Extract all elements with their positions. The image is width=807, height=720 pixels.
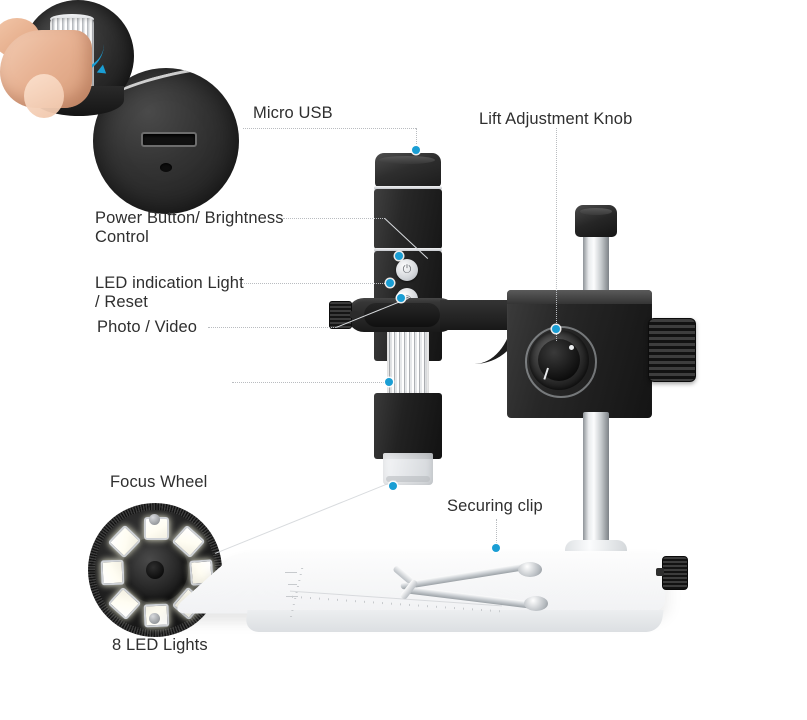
base-plate-edge [244, 610, 664, 632]
label-power-button: Power Button/ Brightness Control [95, 209, 284, 246]
leader-dot-power [395, 252, 403, 260]
leader-dot-securing-clip [492, 544, 500, 552]
label-securing-clip: Securing clip [447, 497, 543, 515]
base-lock-knob[interactable] [656, 556, 688, 590]
power-icon: ⏻ [402, 263, 412, 276]
leader-dot-led-lights [389, 482, 397, 490]
mounting-ring-bore [364, 303, 440, 327]
leader-line-focus-wheel [232, 382, 388, 383]
column-lock-knob[interactable] [648, 318, 696, 382]
reset-pinhole-icon [160, 163, 172, 172]
micro-usb-port-icon [141, 132, 197, 147]
leader-dot-lift-knob [552, 325, 560, 333]
power-button[interactable]: ⏻ [396, 259, 418, 281]
lens-hood [383, 453, 433, 485]
label-led-indication: LED indication Light / Reset [95, 274, 244, 311]
leader-dot-led-indicator [386, 279, 394, 287]
securing-clip-tip [524, 596, 548, 611]
lens-aperture [146, 561, 164, 579]
chrome-band-upper [374, 186, 442, 190]
leader-line-led-indicator [240, 283, 389, 284]
label-focus-wheel: Focus Wheel [110, 473, 208, 491]
lift-dial-ring [525, 326, 597, 398]
leader-line-lift-knob [556, 128, 557, 341]
chrome-band-lower [374, 248, 442, 252]
ring-lock-knob[interactable] [329, 301, 358, 329]
securing-clip-tip [518, 562, 542, 577]
label-photo-video: Photo / Video [97, 318, 198, 336]
leader-dot-micro-usb [412, 146, 420, 154]
label-micro-usb: Micro USB [253, 104, 333, 122]
lower-post [583, 412, 609, 554]
leader-line-micro-usb [243, 128, 416, 129]
led-pin [149, 613, 160, 624]
ruler-tick [285, 572, 297, 573]
microscope-body: ⏻ ◉ [373, 153, 443, 485]
label-lift-adjustment-knob: Lift Adjustment Knob [479, 110, 633, 128]
leader-line-photo-video [208, 327, 336, 328]
ruler-tick [288, 584, 297, 585]
led-chip [100, 559, 125, 586]
leader-line-micro-usb-drop [416, 128, 417, 148]
lift-block-top [507, 290, 652, 304]
focus-wheel-detail-circle [0, 0, 152, 128]
post-top-cap-knob[interactable] [575, 205, 617, 237]
lift-dial-dot [569, 345, 574, 350]
led-pin [149, 514, 160, 525]
leader-dot-photo-video [397, 294, 405, 302]
mounting-arm [440, 300, 520, 330]
label-led-lights: 8 LED Lights [112, 636, 208, 654]
top-cap [375, 153, 441, 187]
leader-line-securing-clip [496, 519, 497, 547]
leader-line-led-lights [215, 479, 397, 554]
thumbnail [24, 74, 64, 118]
leader-dot-focus-wheel [385, 378, 393, 386]
body-segment-lower [374, 393, 442, 459]
body-segment-upper [374, 189, 442, 249]
thumb-illustration [0, 30, 92, 118]
focus-wheel[interactable] [387, 325, 429, 397]
leader-line-power [283, 218, 385, 219]
led-ring-detail-circle [88, 503, 222, 637]
